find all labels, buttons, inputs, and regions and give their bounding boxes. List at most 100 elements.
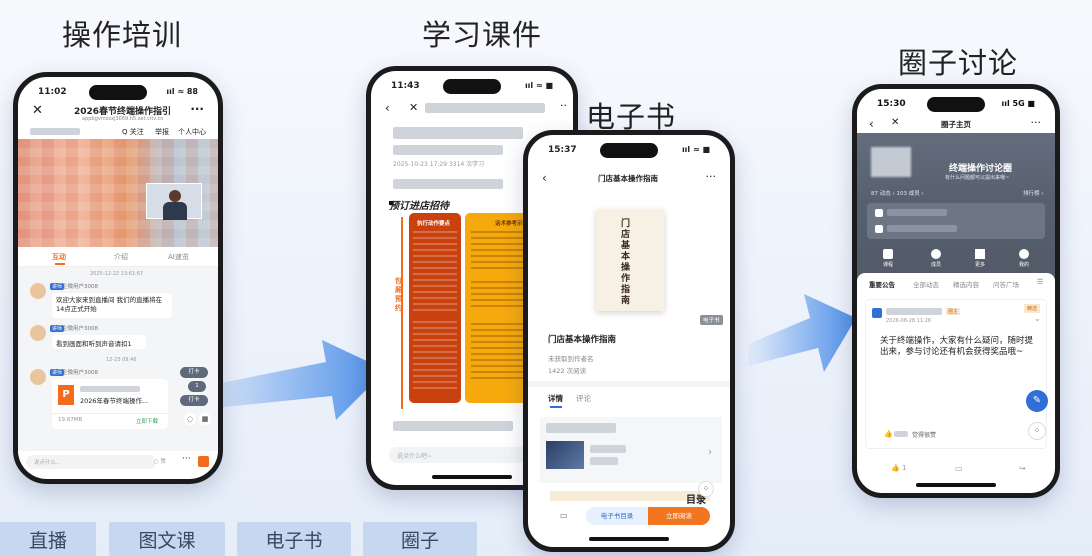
back-icon[interactable]: ‹ — [385, 101, 390, 115]
chat-icon[interactable]: ◌ — [184, 413, 196, 425]
course-icon — [883, 249, 893, 259]
role-badge: 讲师 — [50, 369, 65, 376]
tab-all-posts[interactable]: 全部动态 — [913, 281, 939, 289]
menu-label: 成员 — [931, 262, 942, 268]
apps-icon[interactable]: ⁘ — [1028, 422, 1046, 440]
ebook-tag: 电子书 — [700, 315, 723, 325]
status-time: 15:30 — [877, 99, 906, 109]
user-name: 企微用户3008 — [62, 284, 98, 290]
nav-title: 圈子主页 — [941, 120, 971, 129]
chat-bubble: 欢迎大家来到直播间 我们的直播将在14点正式开始 — [52, 293, 172, 318]
more-icon[interactable]: ··· — [705, 170, 717, 183]
more-icon[interactable]: ··· — [182, 454, 191, 464]
download-link[interactable]: 立即下载 — [136, 419, 159, 425]
tab-graphic-course[interactable]: 图文课 — [109, 522, 225, 556]
report-button[interactable]: 举报 — [155, 128, 169, 136]
gift-icon[interactable] — [198, 456, 209, 467]
menu-more[interactable]: 更多 — [975, 249, 985, 268]
tab-featured[interactable]: 精选内容 — [953, 281, 979, 289]
presenter-inset — [146, 183, 202, 220]
avatar — [30, 325, 46, 341]
timestamp: 12-23 09:46 — [106, 357, 137, 363]
post-card[interactable]: 圈主 精选 2026-08-28 11:26 ⌄ 关于终端操作，大家有什么疑问，… — [865, 299, 1048, 449]
tab-intro[interactable]: 介绍 — [114, 253, 128, 261]
tab-interaction[interactable]: 互动 — [52, 253, 66, 261]
comment-icon[interactable]: ▭ — [955, 464, 963, 473]
role-badge: 讲师 — [50, 283, 65, 290]
checkin-button[interactable]: 打卡 — [180, 367, 208, 378]
file-name: 2026年春节终端操作... — [80, 397, 149, 405]
tab-detail[interactable]: 详情 — [548, 394, 563, 403]
post-actions: 👍 1 ▭ ↪ — [857, 461, 1055, 477]
ranking-link[interactable]: 排行榜 › — [1023, 191, 1044, 197]
tab-comments[interactable]: 评论 — [576, 394, 591, 403]
col-title: 话术参考示例 — [495, 221, 529, 227]
tab-announcements[interactable]: 重要公告 — [869, 281, 895, 289]
more-icon[interactable]: ··· — [1030, 116, 1042, 129]
menu-icon[interactable]: ☰ — [1037, 278, 1044, 286]
menu-label: 我的 — [1019, 262, 1030, 268]
steps-card: 执行动作要点 — [409, 213, 461, 403]
calendar-icon[interactable]: ▦ — [199, 413, 211, 425]
personal-center-button[interactable]: 个人中心 — [178, 128, 206, 136]
course-meta: 2025-10-23 17:29 3314 次学习 — [393, 161, 485, 168]
post-date: 2026-08-28 11:26 — [886, 318, 932, 324]
chevron-down-icon[interactable]: ⌄ — [1034, 314, 1041, 323]
tab-ebook[interactable]: 电子书 — [237, 522, 351, 556]
chevron-right-icon[interactable]: › — [708, 447, 712, 458]
col-title: 执行动作要点 — [417, 221, 451, 227]
tab-qa[interactable]: 问答广场 — [993, 281, 1019, 289]
more-icon[interactable]: ·· — [560, 99, 567, 112]
like-summary: 觉得很赞 — [912, 432, 937, 439]
group-stats[interactable]: 87 动态 › 103 成员 › — [871, 191, 924, 197]
like-button[interactable]: ○ 赞 — [154, 459, 167, 465]
tab-circle[interactable]: 圈子 — [363, 522, 477, 556]
menu-mine[interactable]: 我的 — [1019, 249, 1029, 268]
catalog-button[interactable]: 电子书目录 — [586, 507, 648, 525]
live-video[interactable] — [18, 139, 218, 247]
file-size: 19.87MB — [58, 417, 83, 423]
menu-courses[interactable]: 课程 — [883, 249, 893, 268]
back-icon[interactable]: ‹ — [542, 171, 547, 185]
comment-input[interactable]: 说点什么吧~ — [389, 447, 539, 463]
edit-fab[interactable]: ✎ — [1026, 390, 1048, 412]
more-icon[interactable]: ··· — [190, 102, 204, 116]
share-icon[interactable]: ↪ — [1019, 464, 1026, 473]
chat-area: 2025-12-22 13:61:67 讲师 企微用户3008 欢迎大家来到直播… — [18, 267, 218, 451]
page-url: appbgvmsxxj3069.h5.xet.citv.cn — [82, 116, 164, 122]
members-icon — [931, 249, 941, 259]
checkin-button[interactable]: 打卡 — [180, 395, 208, 406]
follow-button[interactable]: Q 关注 — [122, 128, 144, 136]
menu-members[interactable]: 成员 — [931, 249, 941, 268]
apps-icon[interactable]: ⁘ — [698, 481, 714, 497]
group-name: 终端操作讨论圈 — [949, 164, 1013, 174]
chat-input[interactable]: 说点什么... — [26, 455, 156, 469]
heading-training: 操作培训 — [62, 18, 183, 52]
comment-icon[interactable]: ▭ — [560, 511, 568, 520]
pinned-posts — [867, 203, 1045, 239]
avatar — [30, 283, 46, 299]
post-text: 关于终端操作，大家有什么疑问，随时提出来，参与讨论还有机会获得奖品哦~ — [880, 336, 1034, 357]
close-icon[interactable]: ✕ — [32, 103, 43, 118]
smile-icon — [1019, 249, 1029, 259]
status-time: 11:43 — [391, 81, 420, 91]
back-icon[interactable]: ‹ — [869, 117, 874, 131]
menu-label: 更多 — [975, 262, 986, 268]
status-icons: ııl ≈ 88 — [166, 87, 198, 96]
group-slogan: 有什么问题都可以提出来哦~ — [945, 175, 1010, 181]
ppt-file-icon: P — [58, 385, 74, 405]
owner-badge: 圈主 — [946, 308, 961, 315]
tab-ai-summary[interactable]: AI速览 — [168, 253, 189, 261]
close-icon[interactable]: ✕ — [891, 117, 900, 128]
book-reads: 1422 次阅读 — [548, 367, 587, 375]
close-icon[interactable]: ✕ — [409, 101, 419, 114]
user-name: 企微用户3008 — [62, 326, 98, 332]
tab-live[interactable]: 直播 — [0, 522, 96, 556]
like-button[interactable]: 👍 1 — [891, 464, 907, 472]
arrow-right-icon — [196, 340, 386, 420]
file-card[interactable]: P 2026年春节终端操作... 19.87MB 立即下载 — [52, 379, 168, 429]
read-now-button[interactable]: 立即阅读 — [648, 507, 710, 525]
